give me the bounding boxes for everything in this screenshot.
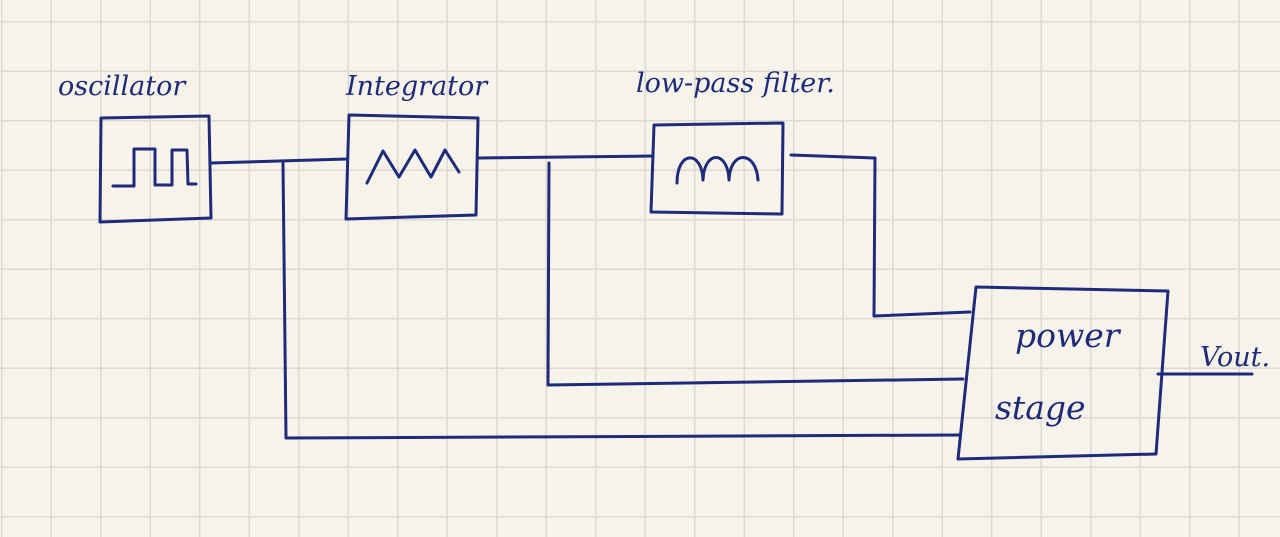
wire-integrator-to-filter — [476, 154, 655, 160]
lowpass-block: low-pass filter. — [636, 68, 835, 216]
connections — [209, 153, 1254, 440]
wire-filter-to-power-stage — [789, 153, 972, 318]
oscillator-block: oscillator — [58, 71, 213, 224]
integrator-label: Integrator — [345, 71, 489, 102]
triangle-wave-icon — [365, 148, 461, 185]
wire-osc-to-power-stage — [281, 161, 962, 440]
lowpass-box — [649, 121, 785, 216]
wire-osc-to-integrator — [209, 157, 349, 165]
output-label: Vout. — [1200, 342, 1270, 373]
sine-wave-icon — [675, 156, 760, 185]
wire-integrator-to-power-stage — [546, 161, 965, 387]
power-stage-label-line2: stage — [995, 388, 1086, 427]
power-stage-block: power stage — [956, 285, 1170, 461]
power-stage-box — [956, 285, 1170, 461]
oscillator-box — [98, 114, 213, 224]
oscillator-label: oscillator — [58, 71, 187, 102]
integrator-block: Integrator — [344, 71, 489, 221]
lowpass-label: low-pass filter. — [636, 68, 835, 99]
square-wave-icon — [111, 147, 198, 188]
integrator-box — [344, 113, 480, 221]
power-stage-label-line1: power — [1015, 316, 1122, 355]
